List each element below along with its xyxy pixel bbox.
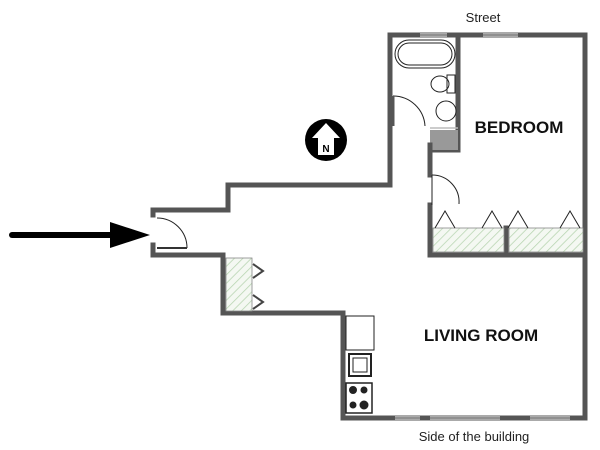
walls xyxy=(150,32,588,421)
bedroom-closet-left xyxy=(432,227,505,253)
entry-door xyxy=(156,217,188,249)
north-label: N xyxy=(322,144,329,155)
bedroom-closet-right xyxy=(508,227,584,253)
hall-closet xyxy=(225,257,253,312)
kitchen-fixtures xyxy=(345,315,375,414)
entry-arrow-icon xyxy=(9,222,150,248)
north-arrow-icon: N xyxy=(305,119,347,161)
side-of-building-label: Side of the building xyxy=(419,429,530,444)
closet-doors xyxy=(434,210,581,229)
street-label: Street xyxy=(466,10,501,25)
living-room-label: LIVING ROOM xyxy=(424,326,538,345)
bedroom-label: BEDROOM xyxy=(475,118,564,137)
bedroom-door xyxy=(431,174,460,205)
bathroom-fixtures xyxy=(391,39,457,127)
